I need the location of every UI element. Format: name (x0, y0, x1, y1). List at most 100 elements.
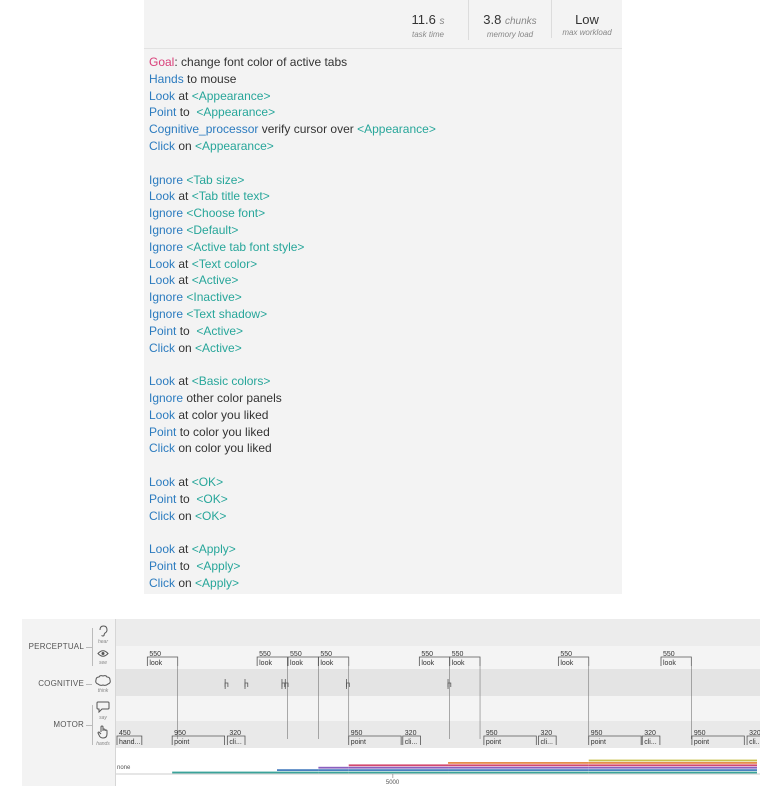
hands-operator-name: cli... (749, 739, 760, 746)
script-line[interactable]: Point to color you liked (149, 424, 436, 441)
script-line[interactable]: Ignore <Text shadow> (149, 306, 436, 323)
hands-operator-duration: 320 (749, 730, 760, 737)
max-workload-label: max workload (562, 28, 612, 37)
script-line[interactable]: Ignore <Default> (149, 222, 436, 239)
say-label: say (99, 715, 107, 721)
script-text: at color you liked (175, 407, 269, 422)
operator-target: <Appearance> (191, 88, 271, 103)
task-time-unit: s (439, 16, 445, 27)
eye-icon: see (94, 649, 112, 666)
script-line[interactable]: Look at <Appearance> (149, 88, 436, 105)
script-line[interactable]: Look at <Basic colors> (149, 373, 436, 390)
see-operator-name: look (320, 660, 333, 667)
operator-target: <OK> (196, 491, 228, 506)
operator-target: <Active> (196, 323, 244, 338)
script-line[interactable]: Look at <Apply> (149, 541, 436, 558)
operator-keyword: Cognitive_processor (149, 122, 259, 137)
hand-pointer-icon: hands (94, 725, 112, 747)
think-label: think (97, 688, 109, 694)
script-text: to mouse (183, 71, 237, 86)
script-blank-line[interactable] (149, 155, 436, 172)
stats-divider (144, 48, 622, 49)
operator-keyword: Click (149, 441, 175, 456)
workload-level-segment (588, 759, 757, 762)
script-line[interactable]: Look at <Active> (149, 272, 436, 289)
script-text: at (175, 189, 192, 204)
script-line[interactable]: Cognitive_processor verify cursor over <… (149, 121, 436, 138)
workload-level-segment (448, 769, 589, 771)
script-line[interactable]: Click on <Apply> (149, 575, 436, 592)
script-line[interactable]: Point to <Active> (149, 323, 436, 340)
hands-operator-bar (402, 735, 421, 745)
max-workload-value: Low (575, 12, 599, 27)
script-text: to (176, 105, 197, 120)
hands-operator-name: cli... (405, 739, 418, 746)
operator-keyword: Ignore (149, 222, 184, 237)
operator-keyword: Look (149, 88, 176, 103)
operator-keyword: Ignore (149, 390, 184, 405)
script-text: at (175, 374, 192, 389)
workload-level-segment (348, 769, 449, 771)
cognitive-bracket-tick (86, 684, 92, 685)
hands-band (116, 721, 760, 748)
memory-load-unit: chunks (505, 16, 537, 27)
perceptual-bracket-tick (86, 647, 92, 648)
script-line[interactable]: Point to <Appearance> (149, 104, 436, 121)
workload-level-segment (318, 769, 349, 771)
script-line[interactable]: Ignore other color panels (149, 390, 436, 407)
operator-keyword: Look (149, 256, 176, 271)
script-line[interactable]: Look at <OK> (149, 474, 436, 491)
operator-target: <Appearance> (357, 122, 436, 137)
operator-keyword: Ignore (149, 290, 184, 305)
hands-operator-name: hand... (119, 739, 140, 746)
say-band (116, 696, 760, 721)
think-operator-bar (224, 682, 229, 687)
script-blank-line[interactable] (149, 457, 436, 474)
script-line[interactable]: Look at <Tab title text> (149, 188, 436, 205)
motor-bracket-tick (86, 725, 92, 726)
see-operator-name: look (663, 660, 676, 667)
see-operator-name: look (290, 660, 303, 667)
script-line[interactable]: Ignore <Tab size> (149, 172, 436, 189)
script-blank-line[interactable] (149, 524, 436, 541)
script-line[interactable]: Point to <Apply> (149, 558, 436, 575)
workload-level-segment (348, 766, 449, 769)
think-operator-bar (281, 682, 286, 687)
workload-level-segment (588, 764, 757, 767)
hands-operator-bar (226, 735, 246, 745)
operator-keyword: Look (149, 273, 176, 288)
hands-operator-duration: 320 (644, 730, 656, 737)
script-line[interactable]: Ignore <Inactive> (149, 289, 436, 306)
operator-keyword: Look (149, 474, 176, 489)
script-line[interactable]: Hands to mouse (149, 71, 436, 88)
script-line[interactable]: Look at color you liked (149, 407, 436, 424)
script-line[interactable]: Point to <OK> (149, 491, 436, 508)
script-text: to (176, 491, 197, 506)
operator-keyword: Goal (149, 55, 175, 69)
timeline-row-labels: PERCEPTUAL COGNITIVE MOTOR hear see thin… (22, 619, 115, 786)
workload-level-segment (348, 771, 449, 774)
script-line[interactable]: Click on <OK> (149, 508, 436, 525)
script-line[interactable]: Click on color you liked (149, 440, 436, 457)
script-line[interactable]: Click on <Active> (149, 340, 436, 357)
task-time-label: task time (411, 30, 444, 39)
operator-target: <Apply> (196, 558, 241, 573)
hear-band (116, 619, 760, 646)
script-line[interactable]: Ignore <Choose font> (149, 205, 436, 222)
script-line[interactable]: Click on <Appearance> (149, 138, 436, 155)
ear-icon: hear (94, 625, 112, 645)
workload-level-segment (172, 771, 277, 774)
script-text: to (176, 323, 197, 338)
script-text: at (175, 273, 192, 288)
perceptual-row-label: PERCEPTUAL (28, 642, 84, 651)
see-operator-name: look (149, 660, 162, 667)
script-line[interactable]: Goal: change font color of active tabs (149, 54, 436, 71)
hands-operator-bar (116, 735, 143, 745)
script-line[interactable]: Ignore <Active tab font style> (149, 239, 436, 256)
script-blank-line[interactable] (149, 356, 436, 373)
task-time-stat: 11.6 s task time (388, 0, 468, 40)
think-band (116, 669, 760, 696)
script-line[interactable]: Look at <Text color> (149, 256, 436, 273)
